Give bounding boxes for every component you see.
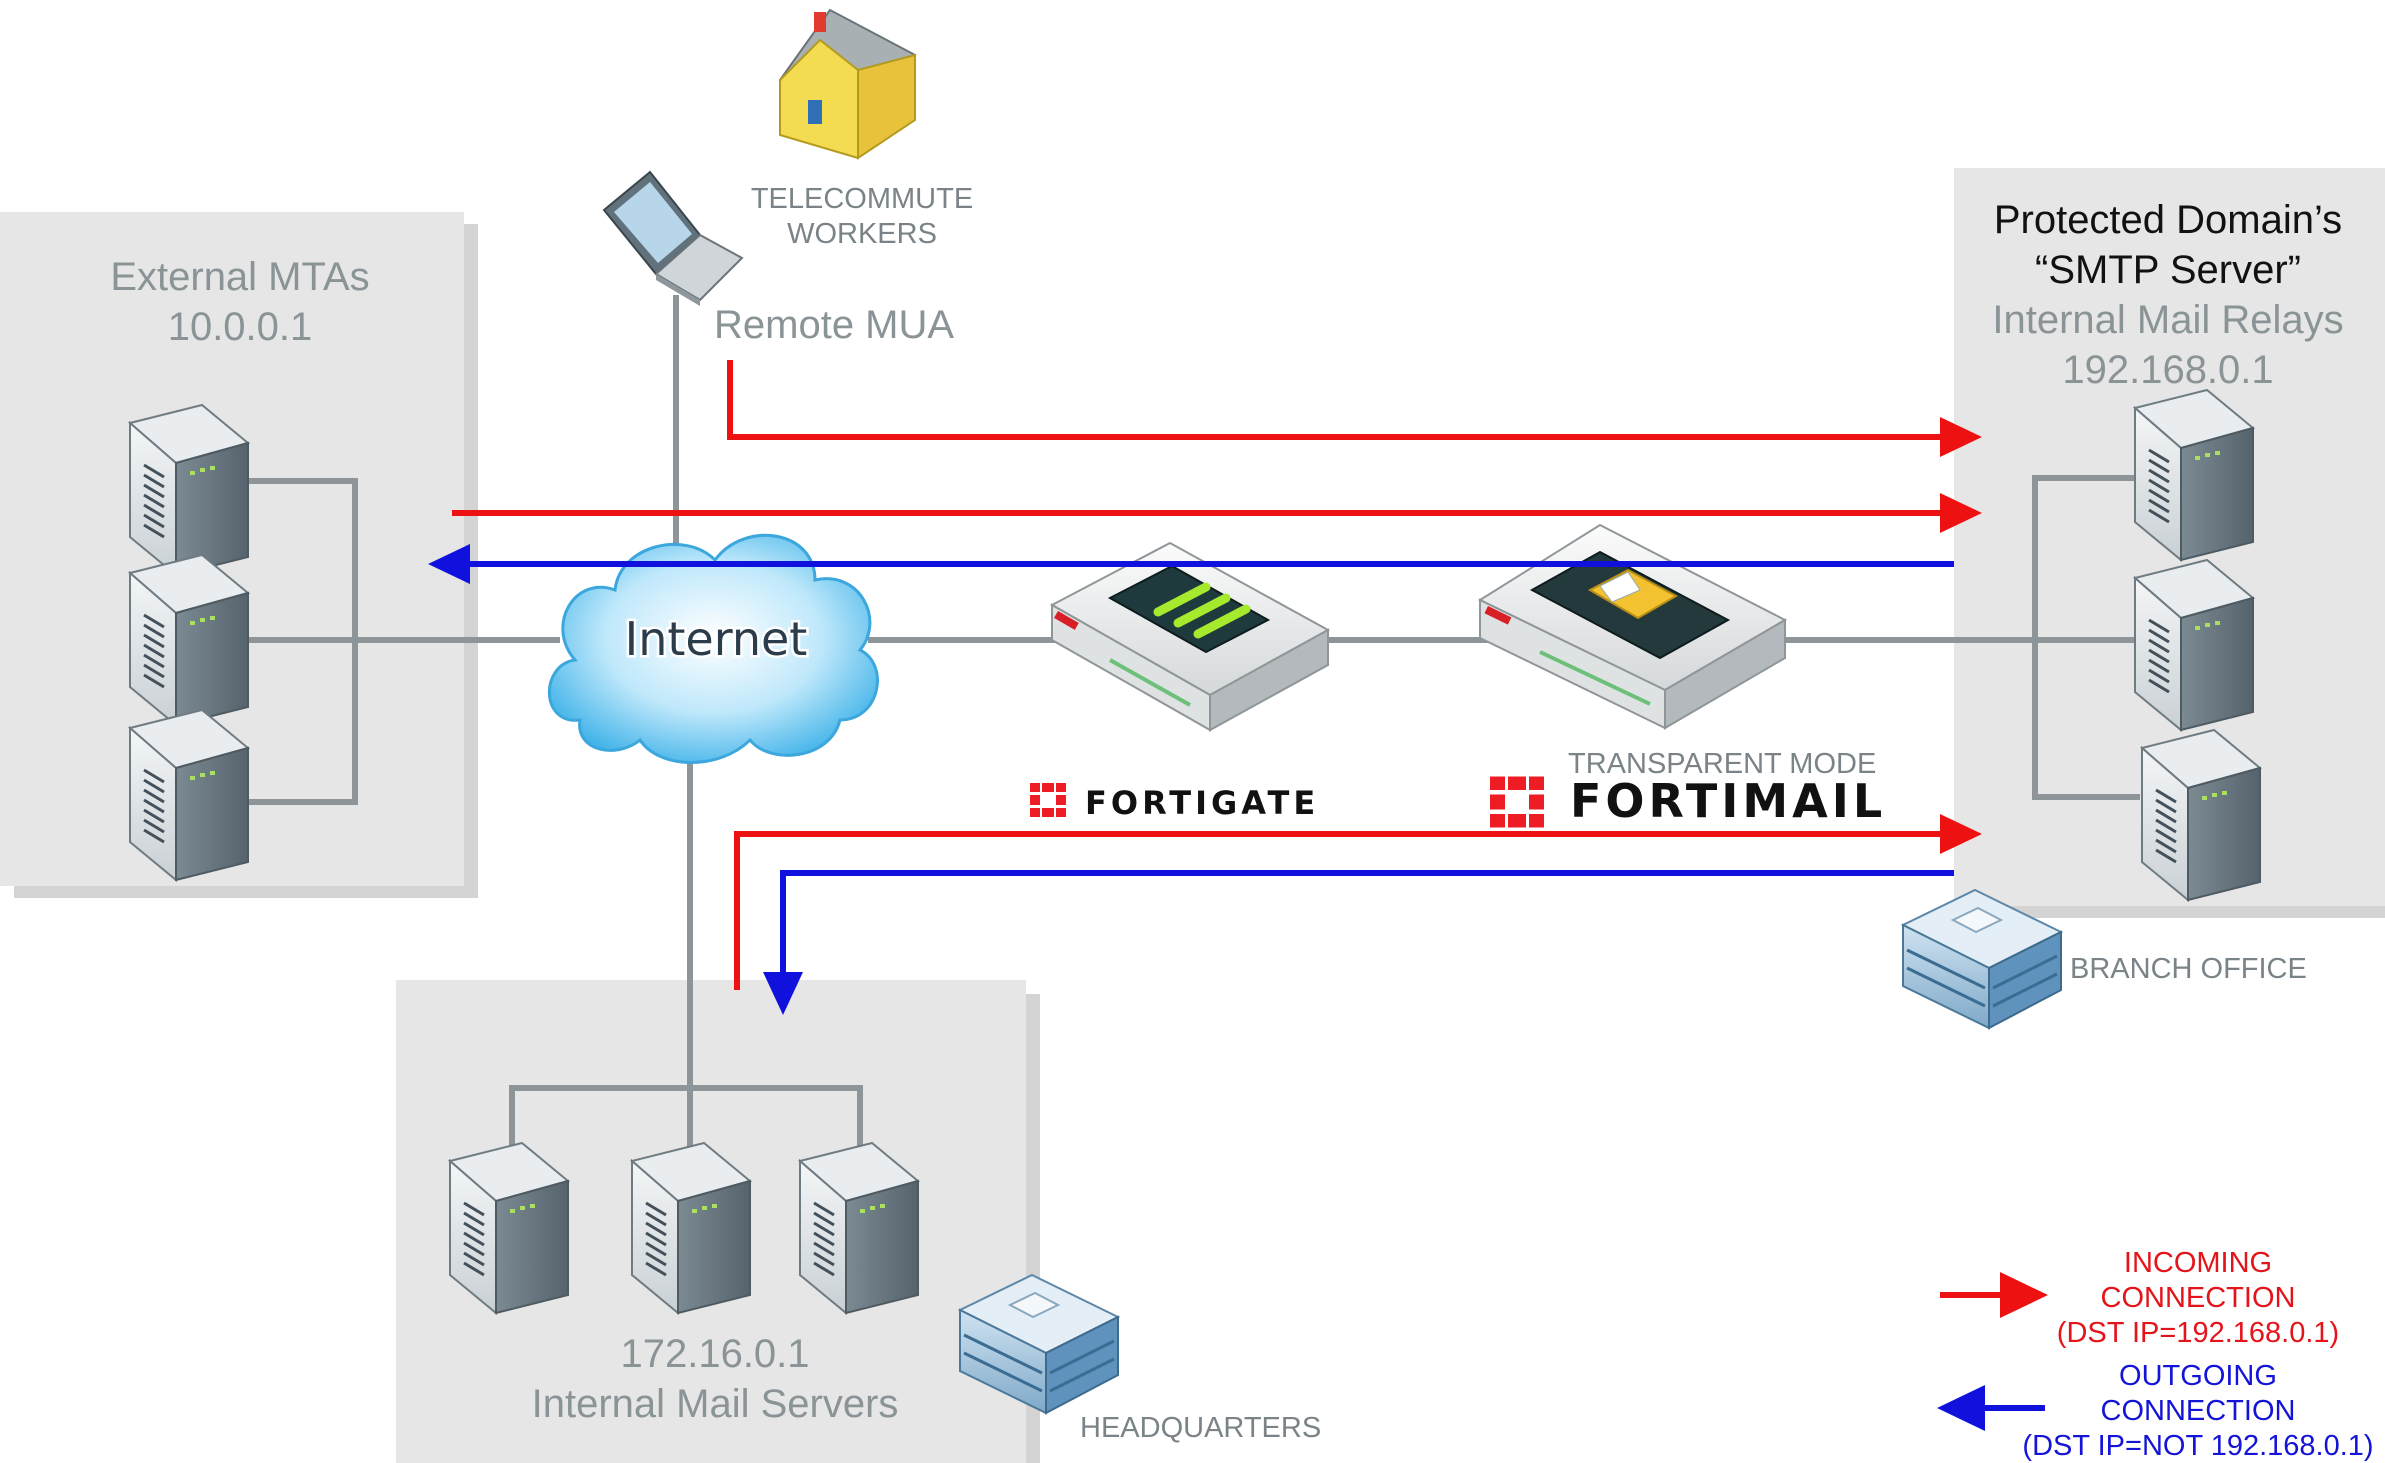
hq-zone-title: Internal Mail Servers	[532, 1382, 899, 1426]
hq-zone-ip: 172.16.0.1	[620, 1332, 809, 1376]
external-zone-ip: 10.0.0.1	[168, 305, 313, 349]
server-icon	[2133, 388, 2255, 562]
fortinet-logo-icon	[1490, 776, 1544, 828]
laptop-icon	[602, 170, 744, 306]
server-icon	[2133, 558, 2255, 732]
server-icon	[630, 1141, 752, 1315]
external-zone-title: External MTAs	[110, 255, 369, 299]
branch-zone-title-line1: Protected Domain’s	[1994, 198, 2342, 242]
server-icon	[128, 708, 250, 882]
cloud-icon	[547, 533, 879, 764]
server-icon	[128, 403, 250, 577]
branch-site-label: BRANCH OFFICE	[2070, 953, 2307, 985]
legend-incoming-line3: (DST IP=192.168.0.1)	[2057, 1317, 2339, 1349]
outgoing-connection-arrows	[428, 544, 1954, 1015]
server-icon	[448, 1141, 570, 1315]
network-links	[248, 295, 2140, 1160]
fortigate-brand: FORTIGATE	[1085, 784, 1319, 822]
telecommute-label-line2: WORKERS	[787, 218, 937, 250]
cloud-label: Internet	[625, 612, 808, 666]
legend-outgoing-line1: OUTGOING	[2119, 1360, 2277, 1392]
house-icon	[778, 8, 917, 160]
fortimail-mode-label: TRANSPARENT MODE	[1568, 748, 1876, 780]
incoming-connection-arrows	[452, 360, 1982, 990]
telecommute-label-line1: TELECOMMUTE	[751, 183, 973, 215]
legend-incoming-line2: CONNECTION	[2101, 1282, 2296, 1314]
branch-zone-title-line2: “SMTP Server”	[2035, 248, 2301, 292]
legend-outgoing-line2: CONNECTION	[2101, 1395, 2296, 1427]
legend-incoming-line1: INCOMING	[2124, 1247, 2272, 1279]
legend-outgoing-line3: (DST IP=NOT 192.168.0.1)	[2022, 1430, 2373, 1462]
firewall-appliance-icon	[1049, 541, 1331, 732]
legend: INCOMING CONNECTION (DST IP=192.168.0.1)…	[1937, 1247, 2374, 1462]
fortimail-brand: FORTIMAIL	[1570, 774, 1886, 828]
server-icon	[128, 553, 250, 727]
server-icon	[798, 1141, 920, 1315]
server-icon	[2140, 728, 2262, 902]
hq-site-label: HEADQUARTERS	[1080, 1412, 1321, 1444]
branch-zone-subtitle: Internal Mail Relays	[1992, 298, 2343, 342]
fortinet-logo-icon	[1030, 783, 1066, 817]
remote-mua-label: Remote MUA	[714, 303, 954, 347]
mail-appliance-icon	[1477, 523, 1788, 730]
legend-incoming-arrow	[1940, 1272, 2048, 1318]
legend-outgoing-arrow	[1937, 1385, 2045, 1431]
branch-zone-ip: 192.168.0.1	[2062, 348, 2273, 392]
